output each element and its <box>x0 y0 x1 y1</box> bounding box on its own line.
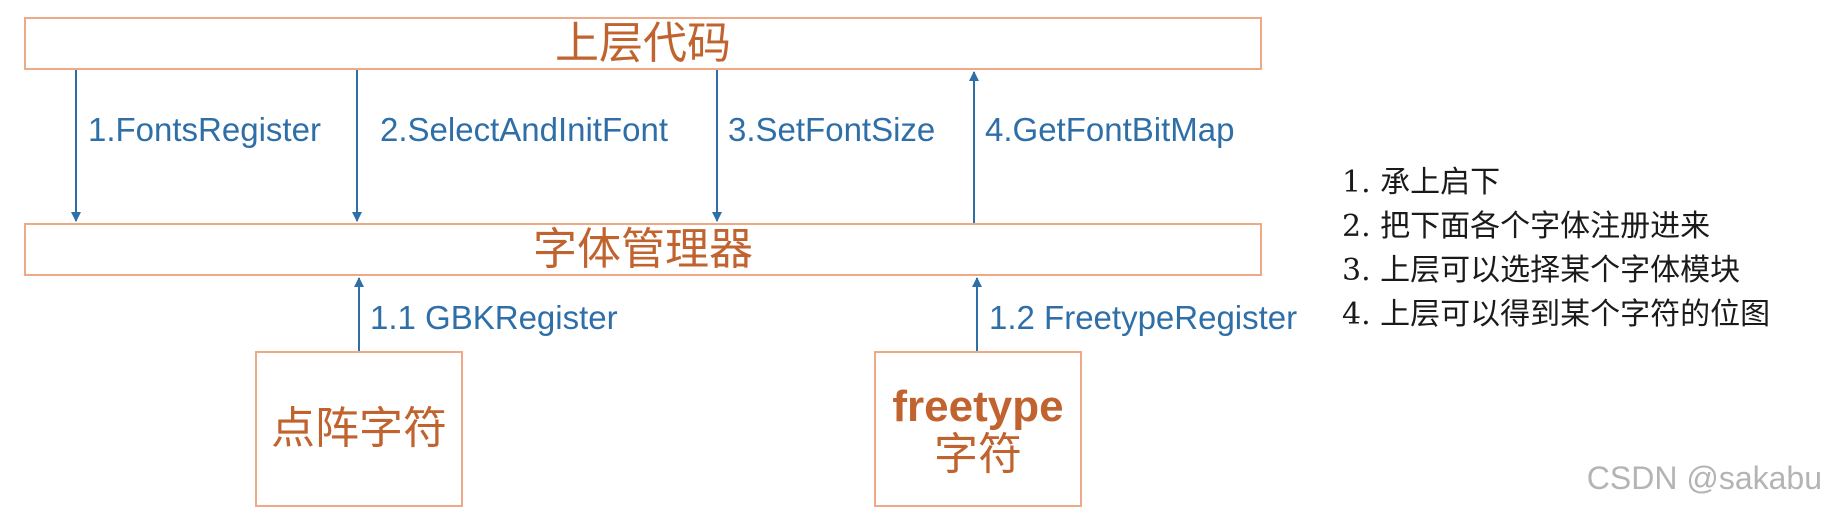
dot-matrix-box: 点阵字符 <box>255 351 463 507</box>
label-freetype-register: 1.2 FreetypeRegister <box>989 299 1298 336</box>
label-get-font-bitmap: 4.GetFontBitMap <box>985 111 1235 148</box>
note-1: 1. 承上启下 <box>1342 165 1501 200</box>
note-3: 3. 上层可以选择某个字体模块 <box>1342 253 1741 288</box>
note-4: 4. 上层可以得到某个字符的位图 <box>1342 297 1771 332</box>
watermark: CSDN @sakabu <box>1586 460 1822 496</box>
freetype-sublabel: 字符 <box>934 429 1022 480</box>
label-select-and-init: 2.SelectAndInitFont <box>380 111 669 148</box>
upper-code-box: 上层代码 <box>24 17 1262 70</box>
label-set-font-size: 3.SetFontSize <box>728 111 936 148</box>
font-manager-label: 字体管理器 <box>533 223 753 275</box>
label-fonts-register: 1.FontsRegister <box>88 111 321 148</box>
note-2: 2. 把下面各个字体注册进来 <box>1342 209 1711 244</box>
font-manager-box: 字体管理器 <box>24 223 1262 276</box>
freetype-box: freetype 字符 <box>874 351 1082 507</box>
upper-code-label: 上层代码 <box>555 17 731 69</box>
label-gbk-register: 1.1 GBKRegister <box>370 299 618 336</box>
dot-matrix-label: 点阵字符 <box>271 403 447 454</box>
freetype-label: freetype <box>892 382 1064 431</box>
